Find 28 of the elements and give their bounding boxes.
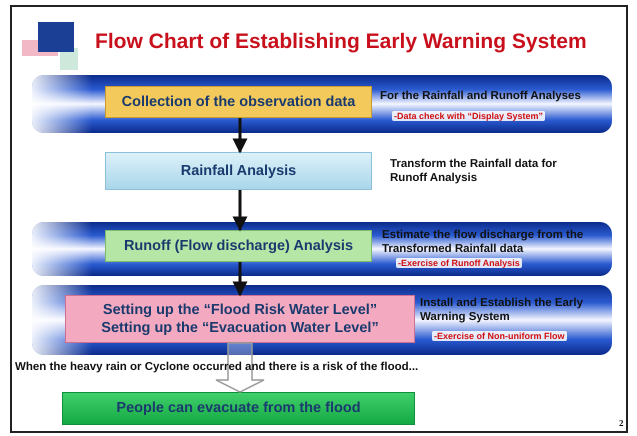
description-text: Install and Establish the Early Warning System (420, 297, 584, 325)
box-label: Setting up the “Flood Risk Water Level” (102, 300, 378, 319)
process-box (105, 230, 372, 262)
arrow (232, 118, 248, 154)
note-text: When the heavy rain or Cyclone occurred and there is a risk of the flood... (15, 361, 418, 373)
note-text: -Exercise of Non-uniform Flow (432, 331, 567, 341)
box-label: Runoff (Flow discharge) Analysis (124, 236, 354, 256)
box-label: Collection of the observation data (122, 92, 356, 112)
banner-band (32, 285, 612, 355)
process-box (105, 152, 372, 190)
note-text: -Data check with “Display System” (392, 111, 546, 121)
description-text: Transform the Rainfall data for Runoff Analysis (390, 158, 558, 186)
page-number: 2 (619, 418, 624, 428)
process-box (105, 86, 372, 118)
title: Flow Chart of Establishing Early Warning System (95, 30, 587, 54)
description-text: For the Rainfall and Runoff Analyses (380, 90, 582, 104)
description-text: Estimate the flow discharge from the Transformed Rainfall data (382, 229, 584, 257)
box-label: Setting up the “Evacuation Water Level” (101, 319, 379, 338)
process-box (65, 295, 415, 343)
banner-band (32, 75, 612, 133)
banner-band (32, 222, 612, 276)
process-box (62, 392, 415, 425)
box-label: People can evacuate from the flood (116, 399, 361, 418)
hollow-arrow (215, 342, 265, 393)
note-text: -Exercise of Runoff Analysis (396, 258, 522, 268)
arrow (232, 262, 248, 296)
arrow (232, 190, 248, 232)
box-label: Rainfall Analysis (180, 162, 296, 180)
